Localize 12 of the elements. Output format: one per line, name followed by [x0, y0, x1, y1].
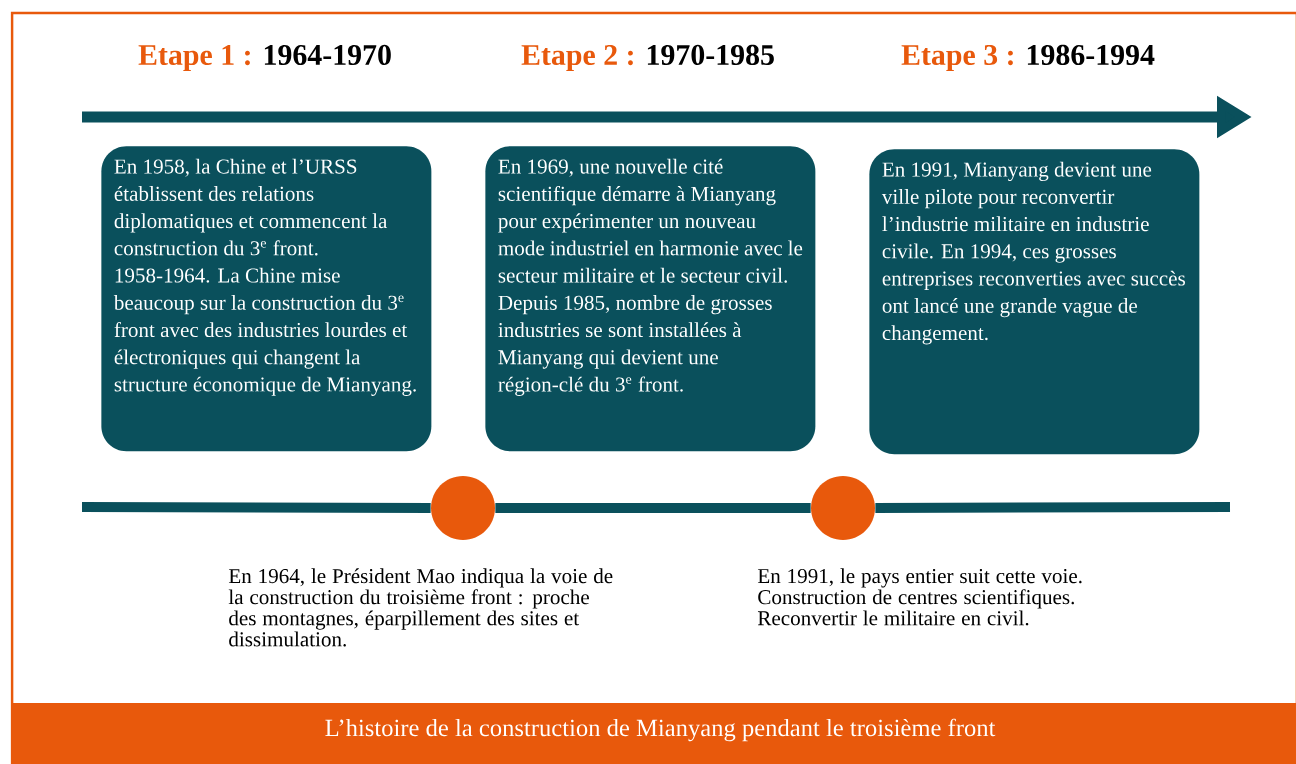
stage-heading: Etape 2 : 1970-1985: [521, 44, 774, 72]
timeline-line: [495, 503, 811, 513]
text-box: En 1969, une nouvelle cité scientifique démarre à Mianyang pour expérimenter un nouveau mode industriel en harmonie avec le secteur militaire et le secteur civil. Depuis 1985, nombre de grosses industries se sont installées à Mianyang qui devient une région-clé du 3$^{e}$ front.: [485, 146, 816, 452]
caption-band: L’histoire de la construction de Mianyang pendant le troisième front: [12, 703, 1296, 764]
annotation-text: En 1991, le pays entier suit cette voie. Construction de centres scientifiques. Reconvertir le militaire en civil.: [757, 568, 1082, 626]
timeline-dot: [811, 476, 875, 540]
text-box: En 1991, Mianyang devient une ville pilote pour reconvertir l’industrie militaire en industrie civile. En 1994, ces grosses entreprises reconverties avec succès ont lancé une grande vague de changement.: [869, 149, 1200, 455]
text-box: En 1958, la Chine et l’URSS établissent des relations diplomatiques et commencent la construction du 3$^{e}$ front. 1958-1964. La Chine mise beaucoup sur la construction du 3$^{e}$ front avec des industries lourdes et électroniques qui changent la structure économique de Mianyang.: [101, 146, 432, 452]
stage-heading: Etape 1 : 1964-1970: [138, 44, 391, 72]
annotation-text: En 1964, le Président Mao indiqua la voie de la construction du troisième front : proche des montagnes, éparpillement des sites et dissimulation.: [228, 568, 613, 647]
stage-heading: Etape 3 : 1986-1994: [901, 44, 1155, 72]
timeline-dot: [431, 476, 495, 540]
